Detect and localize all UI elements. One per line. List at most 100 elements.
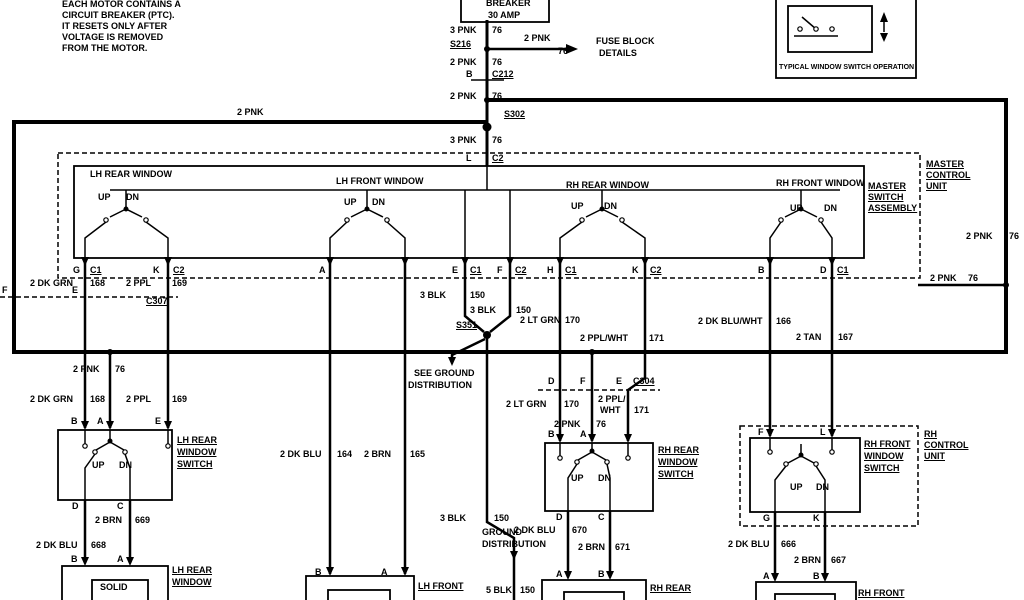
label-positions-dn: DN	[119, 460, 132, 470]
label-circuits-n164: 164	[337, 449, 353, 459]
label-ground-see_line2: DISTRIBUTION	[408, 380, 472, 390]
label-wires-brn2: 2 BRN	[578, 542, 606, 552]
label-wires-blk3: 3 BLK	[440, 513, 467, 523]
rh-rear-window-switch-box	[544, 442, 654, 512]
label-circuits-n150: 150	[494, 513, 510, 523]
label-pins-k: K	[632, 265, 639, 275]
label-circuits-n666: 666	[781, 539, 797, 549]
label-wires-blk5: 5 BLK	[486, 585, 513, 595]
label-positions-dn: DN	[604, 201, 617, 211]
rh-front-window-motor-inner-box	[774, 593, 836, 600]
label-pins-g: G	[763, 513, 771, 523]
label-master-control-line1: MASTER	[926, 159, 964, 169]
lh-rear-window-motor-inner-box	[91, 579, 149, 600]
label-wires-blk3: 3 BLK	[420, 290, 447, 300]
label-wires-ppl2: 2 PPL	[126, 394, 152, 404]
label-pins-l: L	[820, 427, 826, 437]
switch-contact-circles	[82, 26, 835, 467]
label-wires-pnk3: 3 PNK	[450, 25, 477, 35]
label-pins-b: B	[71, 416, 78, 426]
label-circuits-n171: 171	[634, 405, 650, 415]
label-boxes-rh_front_switch-line3: SWITCH	[864, 463, 900, 473]
label-breaker-title: BREAKER	[486, 0, 531, 8]
label-master-lh_front: LH FRONT WINDOW	[336, 176, 424, 186]
label-boxes-rh_front_motor-line1: RH FRONT	[858, 588, 905, 598]
label-connectors-c304: C304	[633, 376, 655, 386]
label-boxes-lh_rear_switch-line2: WINDOW	[177, 447, 217, 457]
label-boxes-lh_rear_motor-line2: WINDOW	[172, 577, 212, 587]
label-positions-dn: DN	[372, 197, 385, 207]
label-positions-up: UP	[571, 473, 584, 483]
label-boxes-lh_rear_switch-line1: LH REAR	[177, 435, 217, 445]
rh-rear-window-motor-box	[541, 579, 647, 600]
label-wires-pnk2: 2 PNK	[930, 273, 957, 283]
label-connectors-c1: C1	[470, 265, 482, 275]
label-wires-tan2: 2 TAN	[796, 332, 822, 342]
label-boxes-rh_rear_switch-line1: RH REAR	[658, 445, 700, 455]
label-circuits-n671: 671	[615, 542, 631, 552]
rh-control-unit-outline	[739, 425, 919, 527]
label-master-lh_rear: LH REAR WINDOW	[90, 169, 172, 179]
label-pins-f: F	[497, 265, 503, 275]
label-circuits-n668: 668	[91, 540, 107, 550]
label-note-line1: EACH MOTOR CONTAINS A	[62, 0, 181, 9]
switch-glyph-lines	[84, 16, 885, 512]
label-pins-e: E	[155, 416, 162, 426]
label-pins-a: A	[580, 429, 587, 439]
label-positions-up: UP	[790, 203, 803, 213]
label-wires-dkbluwht2: 2 DK BLU/WHT	[698, 316, 763, 326]
label-master-assembly-line2: SWITCH	[868, 192, 904, 202]
label-boxes-rh_control-line3: UNIT	[924, 451, 945, 461]
label-connectors-c2: C2	[492, 153, 504, 163]
label-circuits-n150: 150	[470, 290, 486, 300]
label-splices-s351: S351	[456, 320, 478, 330]
label-wires-blk3: 3 BLK	[470, 305, 497, 315]
label-wires-pnk2: 2 PNK	[450, 57, 477, 67]
master-control-unit-outline	[57, 152, 921, 279]
label-positions-dn: DN	[816, 482, 829, 492]
label-wires-pnk2: 2 PNK	[554, 419, 581, 429]
label-wires-dkblu2: 2 DK BLU	[514, 525, 556, 535]
label-boxes-rh_front_switch-line1: RH FRONT	[864, 439, 911, 449]
label-wires-pnk2: 2 PNK	[966, 231, 993, 241]
label-pins-c: C	[598, 512, 605, 522]
label-fuse_block-line2: DETAILS	[599, 48, 637, 58]
label-wires-pnk2: 2 PNK	[237, 107, 264, 117]
label-pins-l: L	[466, 153, 472, 163]
lh-front-window-motor-inner-box	[327, 589, 391, 600]
label-wires-brn2: 2 BRN	[794, 555, 822, 565]
label-boxes-lh_rear_motor-inner: SOLID	[100, 582, 128, 592]
rh-front-window-switch-box	[749, 437, 861, 513]
label-pins-e: E	[616, 376, 623, 386]
label-wires-dkgrn2: 2 DK GRN	[30, 394, 74, 404]
label-circuits-n170: 170	[565, 315, 581, 325]
label-pins-b: B	[548, 429, 555, 439]
label-pins-a: A	[319, 265, 326, 275]
label-positions-up: UP	[344, 197, 357, 207]
label-circuits-n76: 76	[968, 273, 979, 283]
label-ground-dist_line1: GROUND	[482, 527, 522, 537]
label-circuits-n76: 76	[115, 364, 126, 374]
label-boxes-rh_rear_switch-line3: SWITCH	[658, 469, 694, 479]
label-boxes-rh_front_switch-line2: WINDOW	[864, 451, 904, 461]
label-positions-up: UP	[571, 201, 584, 211]
label-note-line4: VOLTAGE IS REMOVED	[62, 32, 164, 42]
label-ground-dist_line2: DISTRIBUTION	[482, 539, 546, 549]
label-wires-pnk2: 2 PNK	[524, 33, 551, 43]
label-circuits-n150: 150	[516, 305, 532, 315]
label-circuits-n168: 168	[90, 394, 106, 404]
label-pins-a: A	[117, 554, 124, 564]
label-pins-b: B	[466, 69, 473, 79]
label-pins-d: D	[820, 265, 827, 275]
label-wires-pnk3: 3 PNK	[450, 135, 477, 145]
label-wires-ppl2: 2 PPL	[126, 278, 152, 288]
label-connectors-c1: C1	[565, 265, 577, 275]
label-boxes-rh_rear_motor-line1: RH REAR	[650, 583, 692, 593]
label-wires-pnk2: 2 PNK	[73, 364, 100, 374]
label-pins-a: A	[556, 569, 563, 579]
label-wires-dkblu2: 2 DK BLU	[280, 449, 322, 459]
label-circuits-n76: 76	[492, 135, 503, 145]
rh-front-window-motor-box	[755, 581, 857, 600]
label-connectors-c2: C2	[515, 265, 527, 275]
